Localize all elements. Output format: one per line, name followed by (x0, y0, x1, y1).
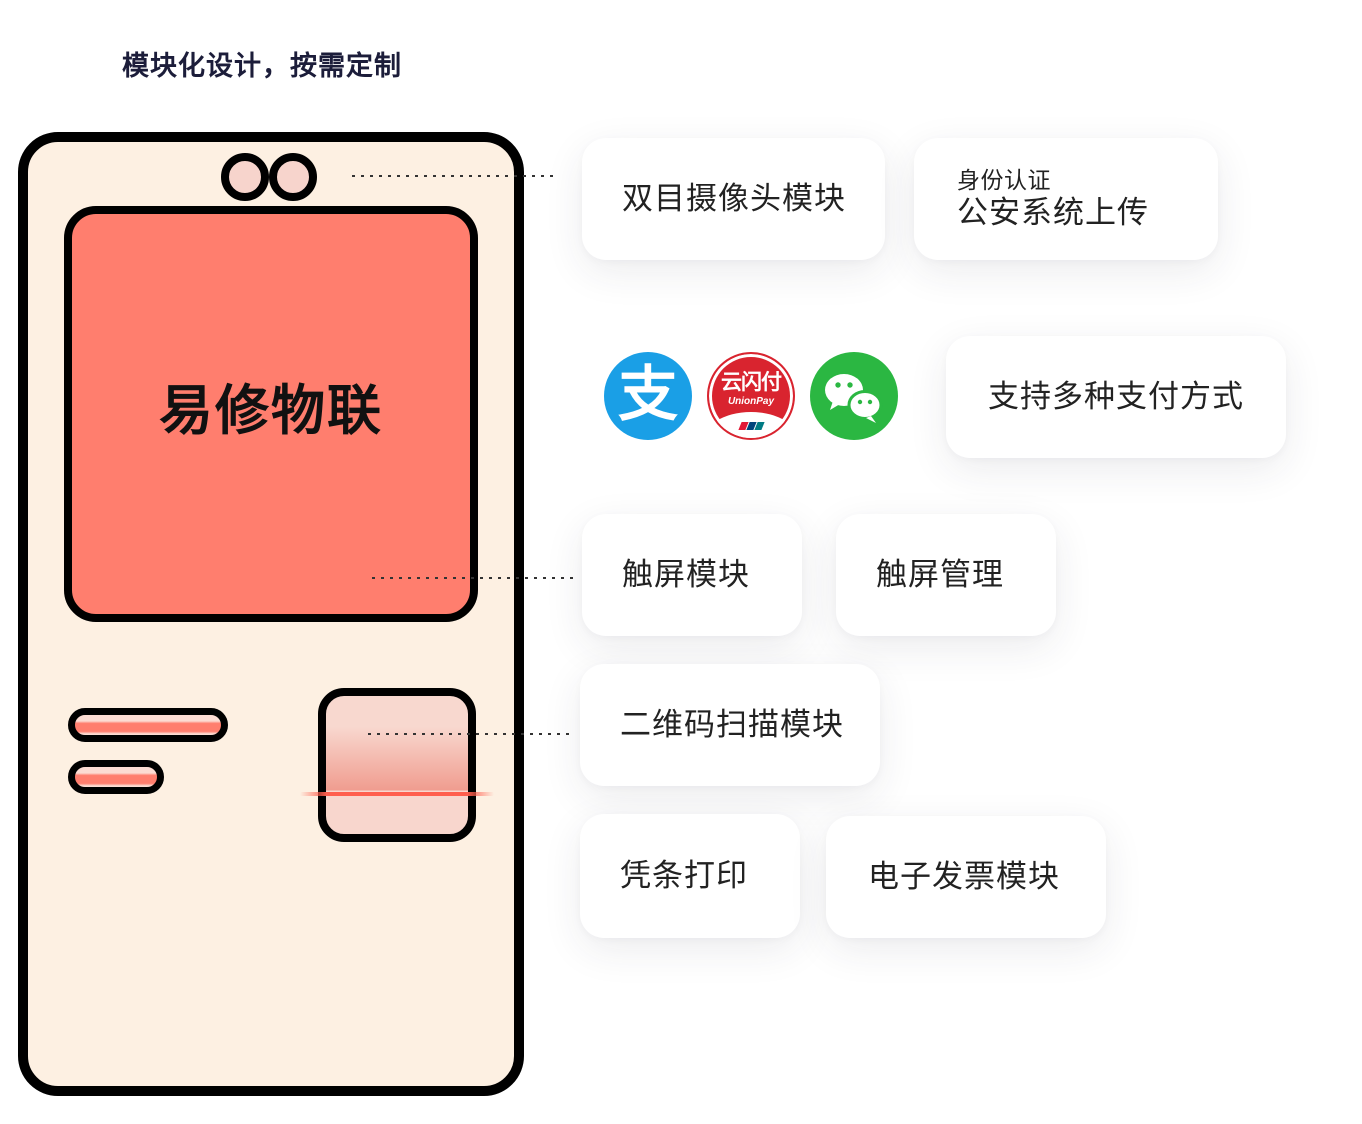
module-label: 支持多种支付方式 (988, 379, 1244, 414)
receipt-slot-long (68, 708, 228, 742)
camera-lens-right-icon (269, 153, 317, 201)
module-card-touch-management: 触屏管理 (836, 514, 1056, 636)
module-card-touch-screen: 触屏模块 (582, 514, 802, 636)
kiosk-screen: 易修物联 (64, 206, 478, 622)
screen-brand-label: 易修物联 (159, 381, 383, 441)
module-card-camera: 双目摄像头模块 (582, 138, 885, 260)
module-label: 公安系统上传 (957, 195, 1149, 230)
alipay-glyph: 支 (618, 361, 678, 428)
camera-lens-left-icon (221, 153, 269, 201)
unionpay-logo-icon (709, 422, 793, 430)
unionpay-title: 云闪付 (721, 371, 782, 394)
module-label: 双目摄像头模块 (622, 181, 846, 216)
module-card-identity: 身份认证 公安系统上传 (914, 138, 1218, 260)
module-card-receipt-printer: 凭条打印 (580, 814, 800, 938)
module-label: 二维码扫描模块 (620, 707, 844, 742)
unionpay-subtitle: UnionPay (727, 396, 775, 407)
module-card-e-invoice: 电子发票模块 (826, 816, 1106, 938)
module-label: 电子发票模块 (868, 859, 1060, 894)
qr-scanner-window (318, 688, 476, 842)
module-label: 触屏管理 (876, 557, 1004, 592)
wechat-pay-icon (810, 352, 898, 440)
module-label: 凭条打印 (620, 858, 748, 893)
wechat-bubbles-icon (825, 374, 883, 423)
page-title: 模块化设计，按需定制 (122, 51, 402, 81)
leader-line-qr (368, 733, 572, 735)
unionpay-icon: 云闪付 UnionPay (707, 352, 795, 440)
module-card-qr-scanner: 二维码扫描模块 (580, 664, 880, 786)
module-caption: 身份认证 (957, 167, 1051, 193)
module-label: 触屏模块 (622, 557, 750, 592)
module-card-payment: 支持多种支付方式 (946, 336, 1286, 458)
leader-line-screen (372, 577, 578, 579)
leader-line-camera (352, 175, 555, 177)
kiosk-device: 易修物联 (18, 132, 524, 1096)
scan-laser-line (300, 792, 494, 796)
alipay-icon: 支 (604, 352, 692, 440)
receipt-slot-short (68, 760, 164, 794)
